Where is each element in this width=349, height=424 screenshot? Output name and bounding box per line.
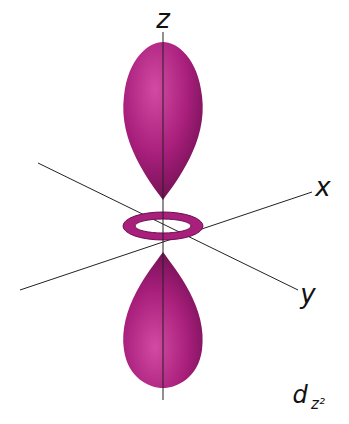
- orbital-subscript: z²: [311, 397, 325, 412]
- axis-label: x: [315, 174, 330, 200]
- axis-label: y: [300, 281, 315, 307]
- axis-label: z: [156, 6, 170, 32]
- z-axis: [163, 32, 164, 400]
- orbital-name: d: [292, 383, 307, 407]
